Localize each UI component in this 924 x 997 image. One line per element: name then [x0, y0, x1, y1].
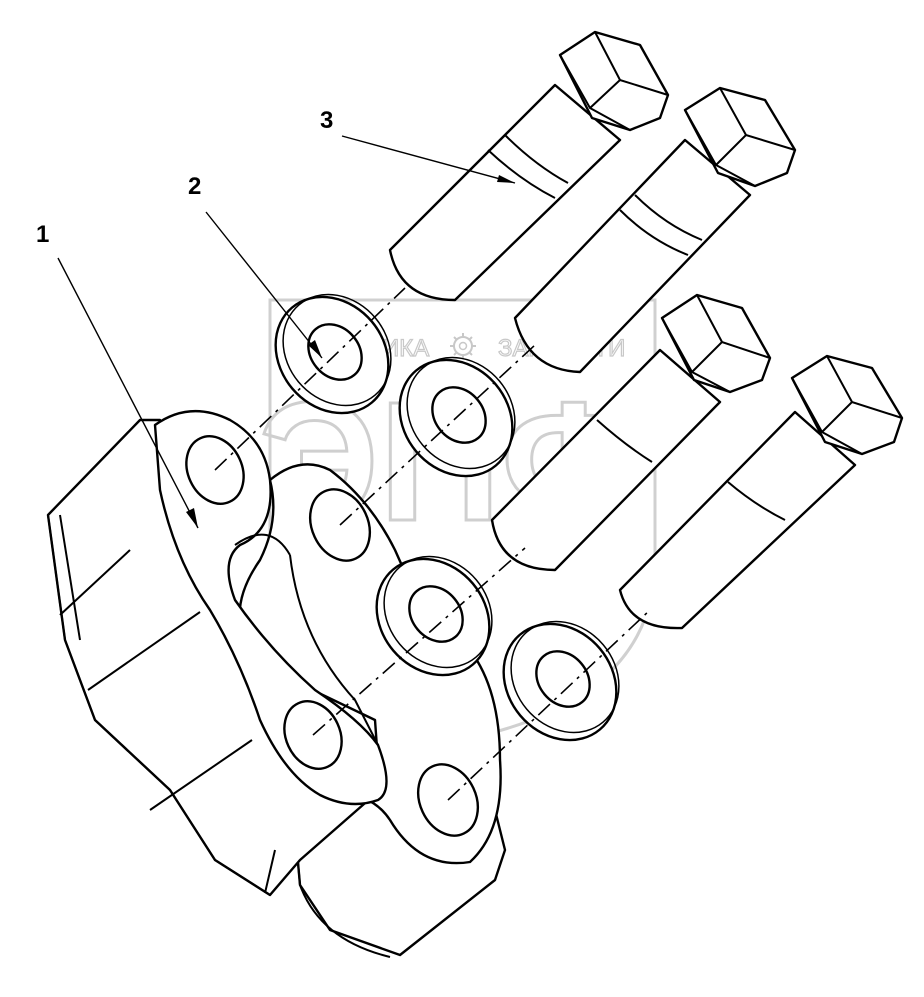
callout-label-2: 2 [188, 173, 201, 200]
gear-icon [450, 333, 476, 359]
bolt-2 [513, 86, 797, 374]
bolts [388, 30, 904, 630]
callout-1: 1 [36, 221, 199, 529]
washer-4 [502, 620, 620, 742]
assembly-axes [214, 287, 651, 801]
callout-label-3: 3 [320, 107, 333, 134]
bolt-4 [618, 354, 904, 630]
front-flange-face [153, 410, 388, 806]
washer-1 [274, 293, 392, 415]
bolt-1 [388, 30, 670, 302]
bolt-3 [490, 293, 772, 572]
callout-2: 2 [188, 173, 323, 359]
washer-3 [375, 555, 493, 677]
callout-3: 3 [320, 107, 516, 184]
callout-label-1: 1 [36, 221, 49, 248]
